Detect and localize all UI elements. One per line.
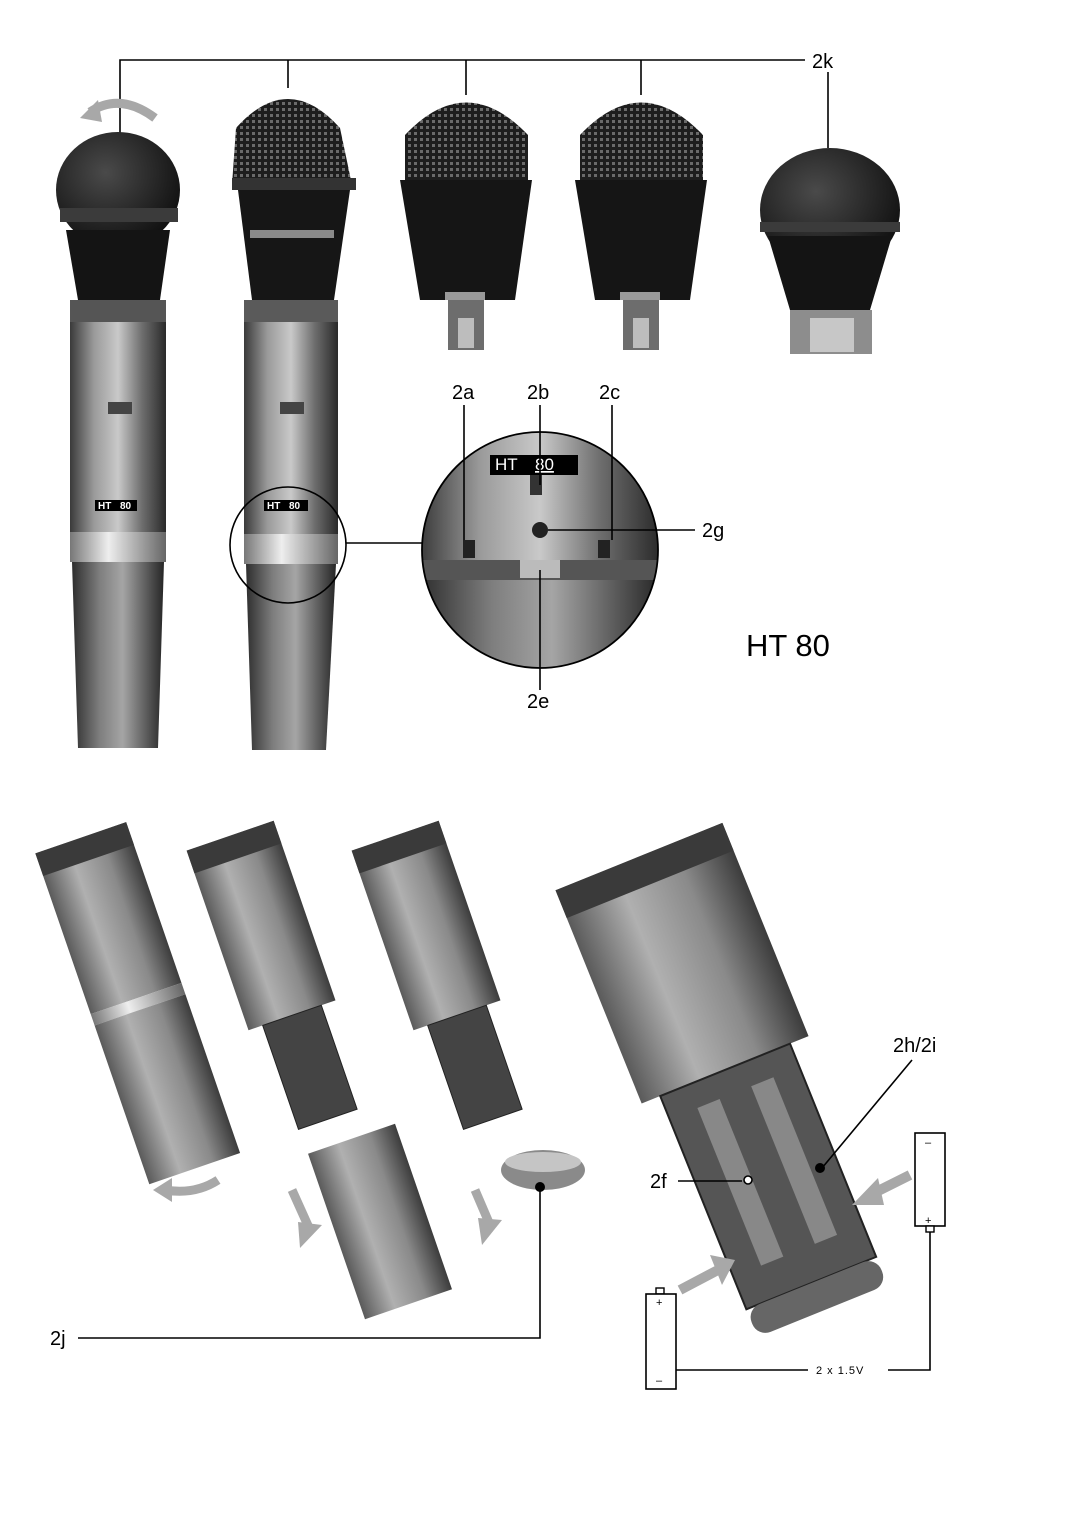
battery-icon-2: + – — [645, 1287, 677, 1390]
insert-arrow-head-2 — [710, 1255, 735, 1285]
capsule-3 — [760, 148, 900, 354]
rotate-arrow-icon-2 — [164, 1176, 221, 1196]
battery-icon: – + — [914, 1132, 946, 1233]
open-handle — [555, 822, 884, 1333]
down-arrow-head-2 — [478, 1218, 502, 1245]
battery-plus-2: + — [656, 1297, 663, 1309]
capsule-2 — [575, 102, 707, 350]
contact-dot — [815, 1163, 825, 1173]
badge-80-1: 80 — [120, 501, 132, 512]
callout-2e: 2e — [527, 691, 549, 713]
battery-step-3 — [351, 820, 585, 1192]
callout-2k: 2k — [812, 51, 834, 73]
capsule-bracket — [119, 59, 829, 148]
zoom-badge-ht: HT — [495, 455, 518, 474]
insert-arrow-icon-2 — [677, 1265, 721, 1295]
microphone-detail: HT 80 — [229, 99, 423, 750]
insert-arrow-head — [852, 1178, 884, 1205]
battery-step-2 — [186, 820, 452, 1320]
badge-ht-1: HT — [98, 501, 111, 512]
down-arrow-head — [298, 1222, 322, 1248]
led-dot — [743, 1175, 753, 1185]
badge-ht-2: HT — [267, 501, 280, 512]
page-title: HT 80 — [746, 628, 830, 663]
callout-2j: 2j — [50, 1328, 66, 1350]
rotate-arrow-head-2 — [153, 1178, 172, 1202]
microphone-assembled: HT 80 — [56, 132, 180, 748]
voltage-label: 2 x 1.5V — [816, 1365, 864, 1377]
rotate-arrow-head — [80, 100, 102, 122]
badge-80-2: 80 — [289, 501, 301, 512]
battery-minus-1: – — [925, 1137, 932, 1149]
battery-step-1 — [35, 822, 241, 1185]
callout-2a: 2a — [452, 382, 475, 404]
callout-2c: 2c — [599, 382, 620, 404]
callout-2f: 2f — [650, 1171, 667, 1193]
callout-2h-2i: 2h/2i — [893, 1035, 936, 1057]
battery-minus-2: – — [656, 1375, 663, 1387]
callout-2b: 2b — [527, 382, 549, 404]
zoom-badge-80: 80 — [535, 455, 554, 474]
battery-plus-1: + — [925, 1215, 932, 1227]
capsule-1 — [400, 102, 532, 350]
callout-2g: 2g — [702, 520, 724, 542]
